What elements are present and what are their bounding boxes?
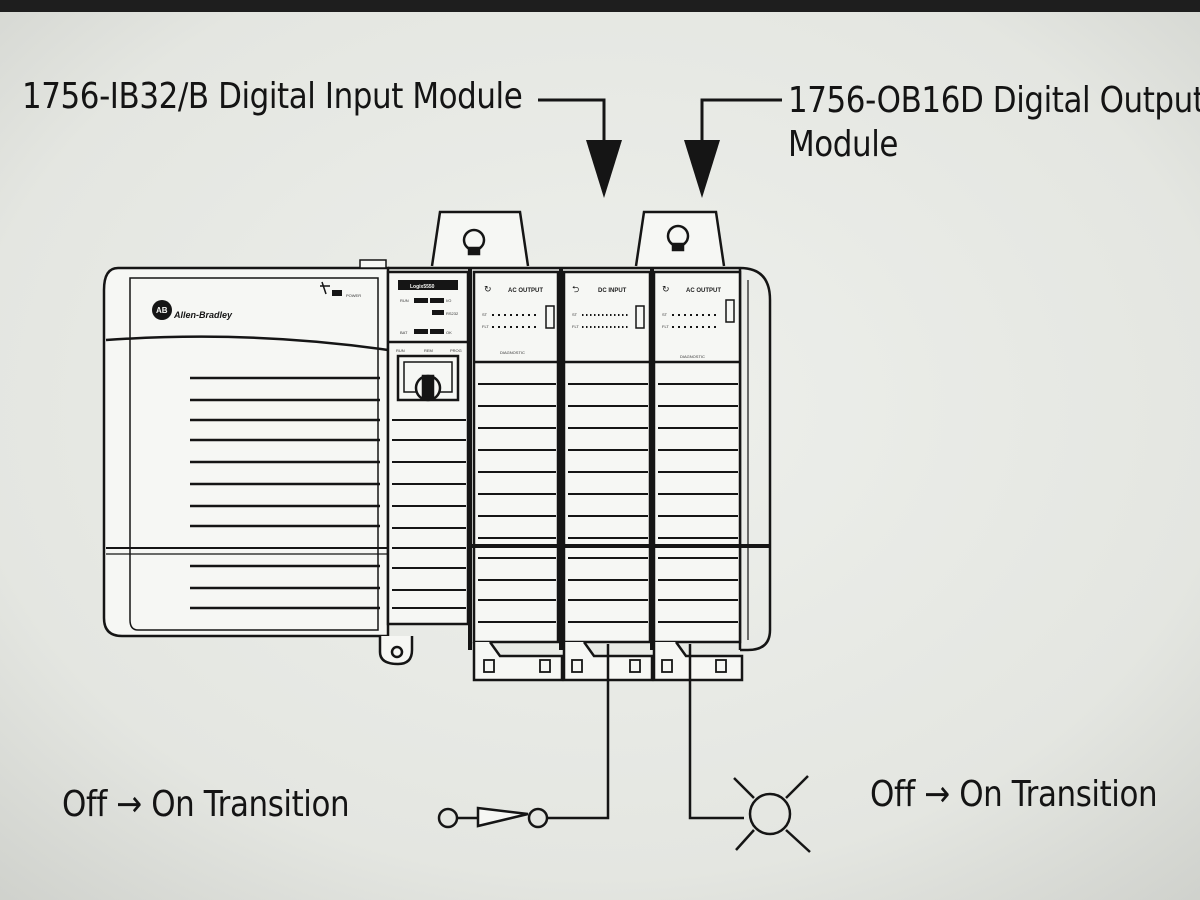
keyhole-icon	[666, 224, 690, 252]
svg-text:PROG: PROG	[450, 348, 462, 353]
arrow-down-icon	[586, 140, 622, 198]
svg-text:↻: ↻	[662, 284, 670, 294]
svg-text:FLT: FLT	[572, 324, 579, 329]
svg-text:AC OUTPUT: AC OUTPUT	[508, 288, 543, 294]
svg-text:DC INPUT: DC INPUT	[598, 288, 627, 294]
mounting-tab-right	[634, 210, 726, 267]
power-supply-vents	[190, 376, 380, 610]
power-indicator: POWER	[320, 281, 361, 298]
input-leader-line	[538, 98, 606, 150]
module-slats	[478, 383, 738, 623]
keyswitch-icon	[421, 374, 435, 400]
allen-bradley-logo: AB Allen-Bradley	[152, 300, 233, 320]
input-transition-label: Off → On Transition	[62, 784, 350, 825]
arrow-down-icon	[684, 140, 720, 198]
output-transition-label: Off → On Transition	[870, 774, 1158, 815]
output-leader-line	[700, 98, 782, 150]
svg-text:OK: OK	[446, 330, 452, 335]
svg-text:RUN: RUN	[400, 298, 409, 303]
field-wiring	[546, 644, 744, 820]
svg-text:FLT: FLT	[482, 324, 489, 329]
top-dark-edge	[0, 0, 1200, 12]
svg-text:ST: ST	[482, 312, 488, 317]
controller-face: Logix5550 RUN I/O RS232 BAT OK RUN REM P…	[396, 280, 462, 353]
plc-chassis	[102, 210, 772, 682]
svg-text:RUN: RUN	[396, 348, 405, 353]
input-wire	[546, 644, 610, 820]
svg-text:ST: ST	[572, 312, 578, 317]
output-module-callout-line2: Module	[788, 124, 898, 165]
svg-text:REM: REM	[424, 348, 433, 353]
controller-module	[386, 270, 470, 626]
svg-text:DIAGNOSTIC: DIAGNOSTIC	[500, 350, 525, 355]
input-module-callout: 1756-IB32/B Digital Input Module	[22, 76, 523, 117]
keyhole-icon	[462, 228, 486, 256]
svg-text:Logix5550: Logix5550	[410, 284, 435, 290]
svg-text:I/O: I/O	[446, 298, 451, 303]
brand-text: Allen-Bradley	[173, 310, 233, 320]
svg-text:RS232: RS232	[446, 311, 459, 316]
power-supply	[102, 266, 390, 638]
svg-text:AB: AB	[156, 306, 168, 315]
output-wire	[688, 644, 744, 820]
svg-text:↻: ↻	[484, 284, 492, 294]
svg-text:FLT: FLT	[662, 324, 669, 329]
svg-text:ST: ST	[662, 312, 668, 317]
output-module-callout-line1: 1756-OB16D Digital Output	[788, 80, 1200, 121]
lamp-icon	[733, 775, 811, 853]
mounting-tab-left	[430, 210, 530, 267]
module-face-2: ⮌ DC INPUT ST FLT	[572, 284, 630, 329]
svg-text:⮌: ⮌	[572, 284, 579, 294]
module-face-1: ↻ AC OUTPUT ST FLT DIAGNOSTIC	[482, 284, 543, 355]
module-face-3: ↻ AC OUTPUT ST FLT DIAGNOSTIC	[662, 284, 721, 359]
svg-text:DIAGNOSTIC: DIAGNOSTIC	[680, 354, 705, 359]
callout-arrows	[538, 98, 782, 150]
svg-text:BAT: BAT	[400, 330, 408, 335]
svg-text:POWER: POWER	[346, 293, 361, 298]
switch-icon	[437, 806, 549, 829]
svg-text:AC OUTPUT: AC OUTPUT	[686, 288, 721, 294]
